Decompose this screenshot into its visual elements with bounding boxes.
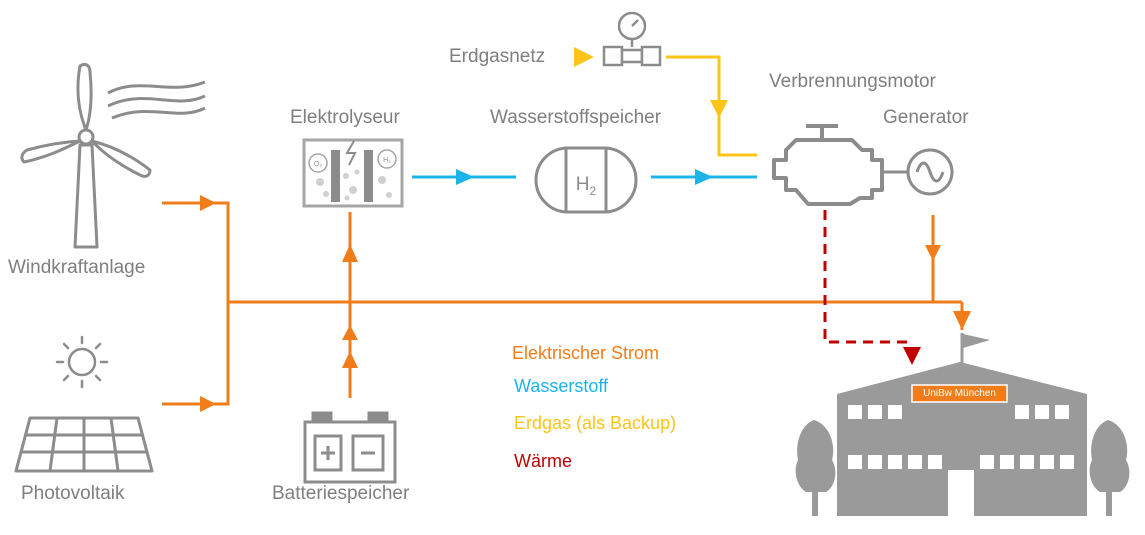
- building-sign: UniBw München: [923, 388, 996, 399]
- building-icon: [837, 333, 1087, 516]
- photovoltaic-label: Photovoltaik: [21, 483, 125, 504]
- gas-valve-icon: [602, 11, 662, 67]
- battery-label: Batteriespeicher: [272, 483, 410, 504]
- hydrogen-tank-icon: [534, 146, 638, 214]
- solar-panel-icon: [14, 416, 154, 473]
- tree-left-icon: [795, 420, 836, 516]
- hydrogen-storage-label: Wasserstoffspeicher: [490, 107, 662, 128]
- gas-flow-line: [666, 55, 757, 157]
- battery-icon: [303, 411, 397, 484]
- o2-symbol: O₂: [314, 161, 322, 168]
- power-flow-arrows: [200, 195, 971, 412]
- legend-item-gas: Erdgas (als Backup): [514, 413, 677, 433]
- generator-icon: [882, 148, 954, 196]
- legend-item-hydrogen: Wasserstoff: [514, 376, 609, 396]
- electrolyzer-label: Elektrolyseur: [290, 107, 400, 128]
- hydrogen-flow-arrows: [456, 169, 713, 185]
- gas-flow-arrows: [574, 47, 728, 118]
- engine-label: Verbrennungsmotor: [769, 71, 936, 92]
- power-flow-lines: [162, 201, 964, 406]
- legend-item-power: Elektrischer Strom: [512, 343, 660, 363]
- wind-turbine-icon: [20, 62, 206, 249]
- h2-tank-symbol: H2: [576, 174, 597, 198]
- engine-icon: [772, 124, 884, 206]
- wind-turbine-label: Windkraftanlage: [8, 257, 146, 278]
- sun-icon: [55, 335, 109, 389]
- legend-item-heat: Wärme: [514, 451, 572, 471]
- gas-grid-label: Erdgasnetz: [449, 46, 546, 67]
- heat-flow-line: [823, 210, 912, 344]
- heat-flow-arrow: [903, 347, 921, 365]
- generator-label: Generator: [883, 107, 969, 128]
- tree-right-icon: [1089, 420, 1130, 516]
- h2-small-symbol: H₂: [383, 157, 391, 164]
- electrolyzer-icon: [302, 138, 404, 208]
